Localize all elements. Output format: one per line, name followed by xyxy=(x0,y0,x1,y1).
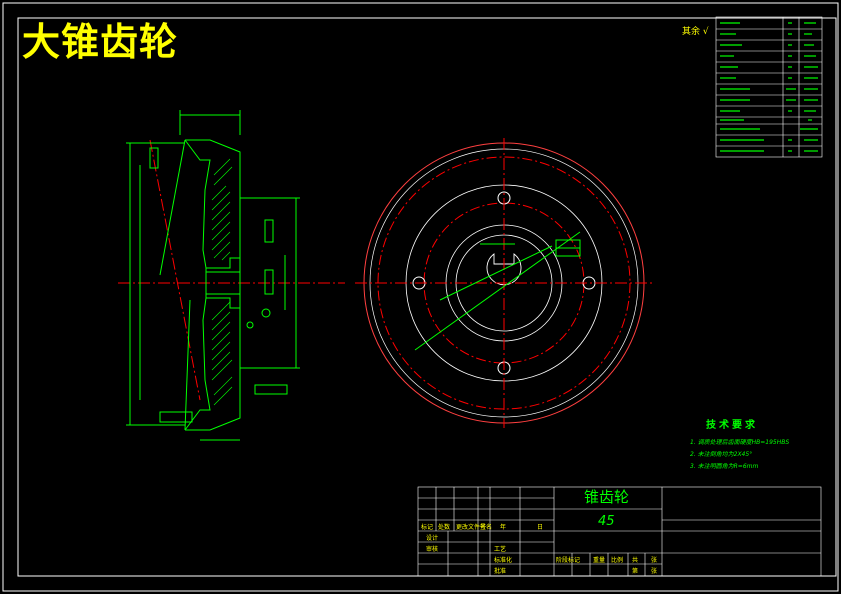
front-view xyxy=(355,138,655,428)
title-block-material: 45 xyxy=(598,514,615,529)
title-block-label: 年 xyxy=(500,524,507,531)
title-block-label: 标记 xyxy=(421,524,434,531)
title-block-role: 工艺 xyxy=(494,546,507,553)
parameter-table-marks xyxy=(720,22,818,152)
title-block-misc: 重量 xyxy=(593,557,606,564)
tech-requirement-item: 3. 未注明圆角为R=6mm xyxy=(690,463,759,470)
title-block-role: 标准化 xyxy=(494,557,513,564)
title-block xyxy=(417,486,822,577)
title-block-role: 设计 xyxy=(426,535,439,542)
title-block-misc: 张 xyxy=(651,568,658,575)
surface-finish-icon: √ xyxy=(702,27,709,37)
title-block-label: 更改文件号 xyxy=(456,524,487,531)
hatching-upper xyxy=(211,158,233,261)
title-block-misc: 共 xyxy=(632,557,639,564)
parameter-table xyxy=(715,16,823,158)
section-view xyxy=(118,110,345,441)
title-block-role: 审核 xyxy=(426,546,439,553)
title-block-role: 批准 xyxy=(494,568,507,575)
surface-finish-note: 其余 √ xyxy=(682,27,709,37)
title-block-misc: 阶段标记 xyxy=(556,557,581,564)
title-block-misc: 张 xyxy=(651,557,658,564)
title-block-label: 日 xyxy=(537,524,544,531)
title-block-label: 签名 xyxy=(480,524,493,531)
tech-requirement-item: 2. 未注倒角均为2X45° xyxy=(690,451,753,458)
tech-requirements-title: 技术要求 xyxy=(706,420,758,431)
title-block-part-name: 锥齿轮 xyxy=(584,488,630,506)
title-block-misc: 比例 xyxy=(611,557,624,564)
tech-requirement-item: 1. 调质处理后齿面硬度HB=195HBS xyxy=(690,439,790,446)
hatching-lower xyxy=(211,301,233,406)
inner-border xyxy=(17,17,837,577)
tech-requirements: 技术要求 1. 调质处理后齿面硬度HB=195HBS 2. 未注倒角均为2X45… xyxy=(690,416,789,473)
title-block-label: 处数 xyxy=(438,524,451,531)
drawing-title: 大锥齿轮 xyxy=(22,20,179,64)
title-block-misc: 第 xyxy=(632,568,639,575)
